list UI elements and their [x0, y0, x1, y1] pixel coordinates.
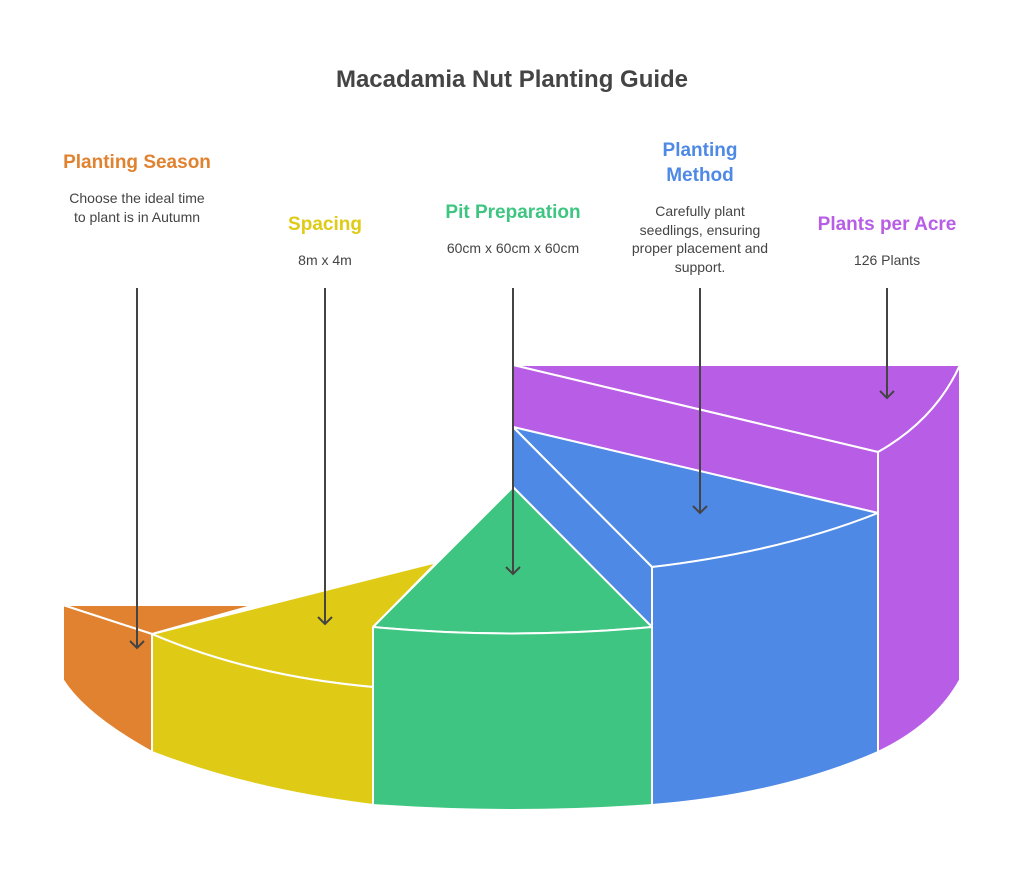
step-plants-per-acre: Plants per Acre 126 Plants	[807, 212, 967, 270]
step-description: 8m x 4m	[298, 252, 352, 268]
purple-side	[877, 364, 961, 753]
arrow-spacing	[317, 288, 333, 626]
green-front	[372, 626, 653, 811]
arrow-pit-preparation	[505, 288, 521, 576]
step-description: 126 Plants	[853, 252, 921, 268]
step-title: Planting Season	[63, 152, 211, 173]
step-description: 60cm x 60cm x 60cm	[446, 240, 580, 256]
step-title: Spacing	[288, 214, 362, 235]
step-description: Carefully plant seedlings, ensuring prop…	[631, 203, 769, 275]
arrow-planting-season	[129, 288, 145, 650]
step-title: Planting Method	[662, 140, 738, 186]
step-title: Pit Preparation	[445, 202, 581, 223]
step-pit-preparation: Pit Preparation 60cm x 60cm x 60cm	[423, 200, 603, 258]
blue-front	[651, 512, 879, 806]
arrow-plants-per-acre	[879, 288, 895, 400]
step-planting-season: Planting Season Choose the ideal time to…	[62, 150, 212, 226]
step-planting-method: Planting Method Carefully plant seedling…	[625, 138, 775, 276]
step-spacing: Spacing 8m x 4m	[250, 212, 400, 270]
step-title: Plants per Acre	[817, 214, 957, 235]
diagram-title: Macadamia Nut Planting Guide	[335, 66, 689, 93]
arrow-planting-method	[692, 288, 708, 515]
yellow-front	[151, 633, 374, 806]
step-description: Choose the ideal time to plant is in Aut…	[69, 190, 205, 225]
